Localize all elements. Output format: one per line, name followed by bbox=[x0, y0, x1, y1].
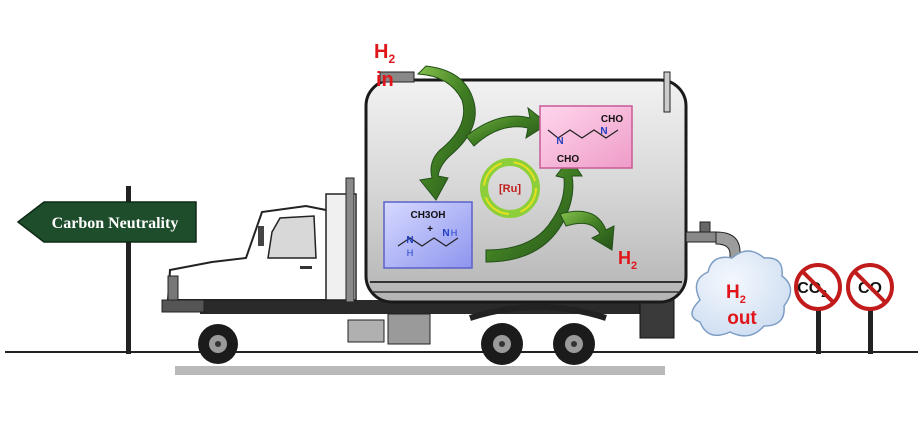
tank-ladder bbox=[663, 71, 671, 113]
h2-out-base: H bbox=[726, 282, 740, 303]
lean-reagent-box: CH3OH + N H N H bbox=[383, 201, 473, 269]
formamide-skeleton bbox=[547, 129, 619, 139]
amine-n1: N bbox=[406, 235, 413, 246]
ruthenium-catalyst: [Ru] bbox=[480, 158, 540, 218]
h2-in-sub: 2 bbox=[388, 52, 395, 66]
carbon-neutrality-signpost: Carbon Neutrality bbox=[16, 186, 197, 354]
no-co2-pole bbox=[816, 300, 821, 354]
rear-fender bbox=[469, 304, 607, 321]
h2-released-sub: 2 bbox=[631, 260, 637, 272]
front-bumper bbox=[161, 299, 205, 313]
amine-h2: H bbox=[451, 228, 458, 238]
arrow-h2-released bbox=[559, 210, 615, 251]
amine-n2: N bbox=[442, 228, 449, 239]
rich-reagent-box: CHO CHO N N bbox=[539, 105, 633, 169]
lean-box-bg bbox=[383, 201, 473, 269]
sign-text: Carbon Neutrality bbox=[52, 215, 179, 232]
h2-out-sub: 2 bbox=[740, 294, 746, 306]
rear-wheel-1 bbox=[481, 323, 523, 365]
step-box bbox=[347, 319, 385, 343]
rear-wheel-2 bbox=[553, 323, 595, 365]
faucet bbox=[685, 221, 741, 261]
cho-bottom: CHO bbox=[557, 154, 579, 165]
h2-in-base: H bbox=[374, 41, 388, 63]
signpost-pole bbox=[126, 186, 131, 354]
h2-out-word: out bbox=[727, 308, 757, 329]
h2-released-base: H bbox=[618, 248, 631, 268]
cab-window bbox=[267, 215, 317, 259]
truck-cab bbox=[161, 177, 431, 345]
faucet-handle bbox=[699, 221, 711, 233]
diamine-skeleton bbox=[397, 237, 459, 247]
h2-in-word: in bbox=[376, 69, 394, 91]
lean-plus: + bbox=[427, 224, 433, 235]
h2-released-label: H2 bbox=[618, 248, 637, 272]
amine-h1: H bbox=[407, 248, 414, 258]
cab-grille bbox=[167, 275, 179, 301]
catalyst-ring-inner bbox=[483, 161, 537, 215]
cab-door-handle bbox=[300, 266, 312, 269]
sign-arrow-board bbox=[16, 201, 197, 243]
road-shadow bbox=[175, 366, 665, 375]
h2-in-label: H2 in bbox=[374, 41, 395, 91]
tank-hatch bbox=[379, 71, 415, 83]
no-co2-slash bbox=[800, 269, 836, 305]
methanol-formula: CH3OH bbox=[410, 210, 445, 221]
rich-box-bg bbox=[539, 105, 633, 169]
no-co-sign: CO bbox=[846, 263, 894, 354]
cho-top: CHO bbox=[601, 114, 623, 125]
cloud-shape bbox=[691, 250, 792, 337]
no-co-slash bbox=[852, 269, 888, 305]
h2-out-formula: H2 bbox=[726, 282, 746, 306]
catalyst-label: [Ru] bbox=[499, 183, 521, 195]
faucet-pipe bbox=[685, 231, 717, 243]
no-co-pole bbox=[868, 300, 873, 354]
truck bbox=[161, 177, 675, 365]
h2-released-formula: H2 bbox=[618, 248, 637, 272]
side-mirror bbox=[258, 226, 264, 246]
front-wheel bbox=[198, 324, 238, 364]
exhaust-stack bbox=[345, 177, 355, 303]
no-co2-sign: CO2 bbox=[794, 263, 842, 354]
methanol-formula-text: CH3OH bbox=[410, 210, 445, 221]
h2-in-formula: H2 bbox=[374, 41, 395, 66]
formamide-n1: N bbox=[556, 136, 563, 147]
h2-out-cloud: H2 out bbox=[691, 250, 792, 337]
arrow-h2-in bbox=[416, 65, 476, 201]
fuel-tank bbox=[387, 313, 431, 345]
formamide-n2: N bbox=[600, 126, 607, 137]
